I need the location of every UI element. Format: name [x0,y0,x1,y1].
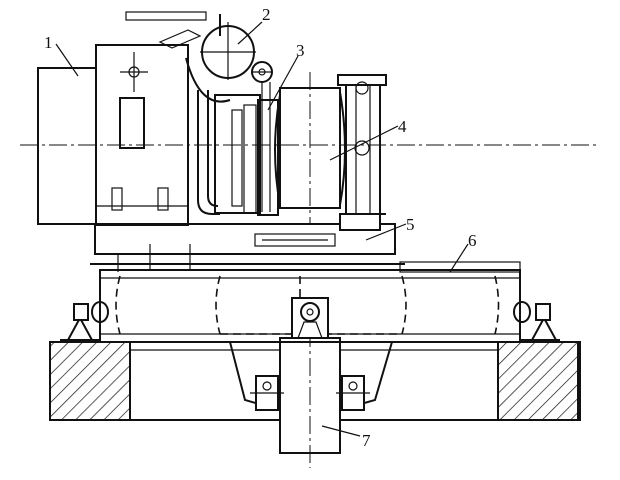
shaft-bracket [229,341,393,411]
label-5: 5 [406,215,415,234]
left-foot [60,301,109,341]
linkage-pipe [197,90,220,215]
label-1: 1 [44,33,53,52]
right-foot [513,301,560,341]
drum-4 [274,72,346,225]
brake-2 [125,11,273,103]
label-7: 7 [362,431,371,450]
shaft-7 [279,300,341,468]
mounting-plate-5 [90,213,405,272]
label-2: 2 [262,5,271,24]
label-3: 3 [296,41,305,60]
pivot-bracket [291,297,329,339]
gear-unit-3 [214,82,279,216]
part-labels: 1 2 3 4 5 6 7 [44,5,477,450]
label-6: 6 [468,231,477,250]
right-support [337,74,387,215]
base-frame-6 [99,261,521,343]
label-4: 4 [398,117,407,136]
leader-lines [55,21,469,437]
